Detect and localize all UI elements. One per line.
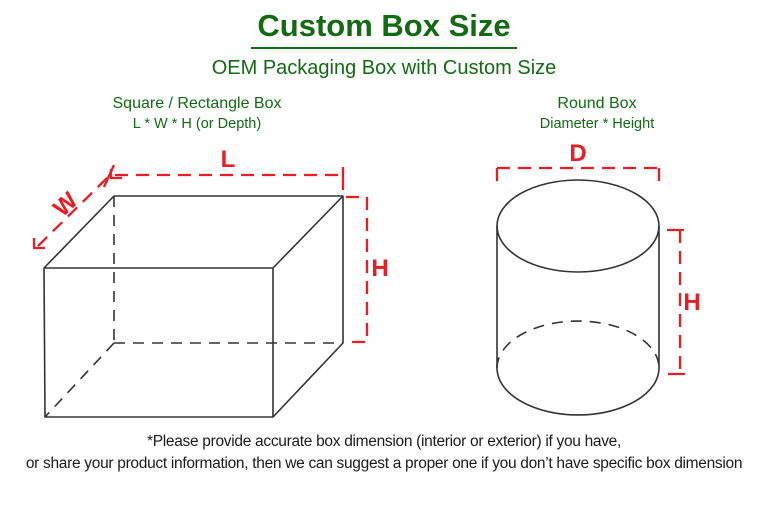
dimension-tick-length-left (102, 164, 116, 188)
box-solid-edges (43, 195, 344, 418)
length-label: L (221, 146, 236, 173)
cylinder-sides (496, 226, 660, 368)
rectangle-box-heading: Square / Rectangle Box (112, 95, 282, 112)
round-box-formula: Diameter * Height (539, 116, 655, 132)
dimension-line-width (35, 177, 108, 249)
box-hidden-edges (44, 196, 343, 418)
diagrams-canvas: L W H D H (32, 140, 701, 418)
rectangle-box-heading-group: Square / Rectangle Box L * W * H (or Dep… (38, 93, 356, 134)
dimension-tick-width-bottom (32, 238, 45, 250)
diameter-label: D (569, 140, 586, 167)
rectangle-box-diagram: L W H (32, 146, 389, 418)
title-block: Custom Box Size (0, 8, 768, 49)
page-title: Custom Box Size (251, 8, 517, 49)
dimension-line-box-height (346, 195, 369, 344)
footer-note-line1: *Please provide accurate box dimension (… (146, 433, 622, 450)
dimension-tick-width-top (109, 169, 122, 180)
box-height-label: H (371, 255, 388, 282)
cylinder-bottom-arc-hidden (496, 320, 660, 369)
page-subtitle: OEM Packaging Box with Custom Size (211, 57, 557, 79)
rectangle-box-formula: L * W * H (or Depth) (132, 116, 262, 132)
round-box-heading: Round Box (557, 95, 637, 112)
footer-note: *Please provide accurate box dimension (… (0, 431, 768, 474)
cylinder-top-ellipse (496, 179, 660, 273)
cylinder-height-label: H (683, 289, 700, 316)
width-label: W (48, 187, 83, 222)
cylinder-bottom-arc-solid (496, 367, 660, 416)
round-box-heading-group: Round Box Diameter * Height (438, 93, 756, 134)
footer-note-line2: or share your product information, then … (25, 454, 743, 472)
round-box-diagram: D H (495, 140, 701, 416)
